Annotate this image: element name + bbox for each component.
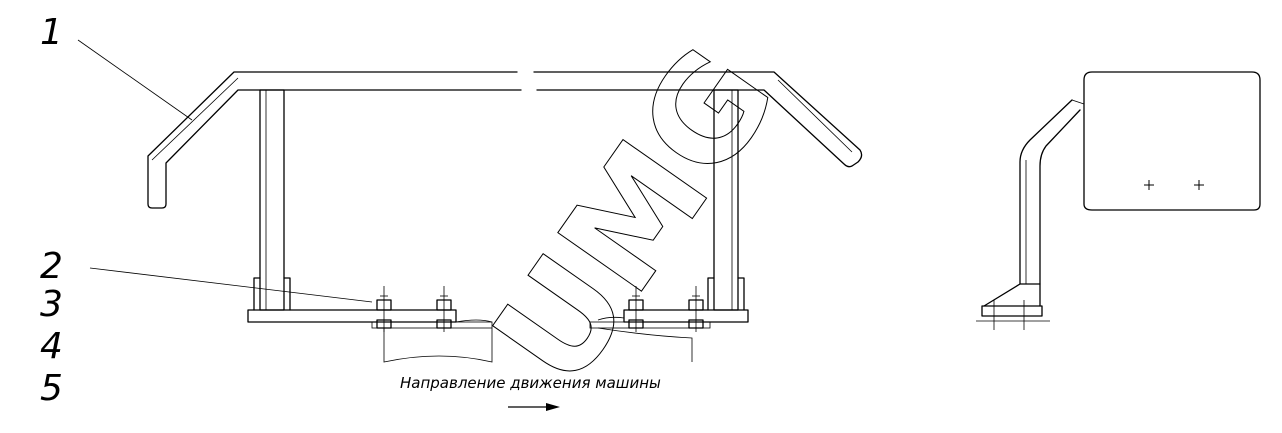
- front-view-left: [147, 71, 522, 363]
- callout-number-2: 2: [40, 246, 63, 287]
- svg-text:UMG: UMG: [463, 19, 808, 414]
- direction-caption: Направление движения машины: [400, 374, 661, 392]
- side-view: [976, 71, 1261, 330]
- watermark-logo: UMG: [463, 19, 809, 415]
- leader-line-1: [77, 39, 193, 121]
- front-view-right: [533, 71, 863, 362]
- callout-number-3: 3: [40, 284, 63, 325]
- crosshair-mark-icon: [1194, 180, 1204, 190]
- crosshair-mark-icon: [1144, 180, 1154, 190]
- direction-arrow-icon: [508, 403, 560, 411]
- callout-number-5: 5: [40, 368, 63, 409]
- leader-line-2: [89, 267, 373, 303]
- callout-number-1: 1: [40, 12, 63, 53]
- callout-number-4: 4: [40, 326, 63, 367]
